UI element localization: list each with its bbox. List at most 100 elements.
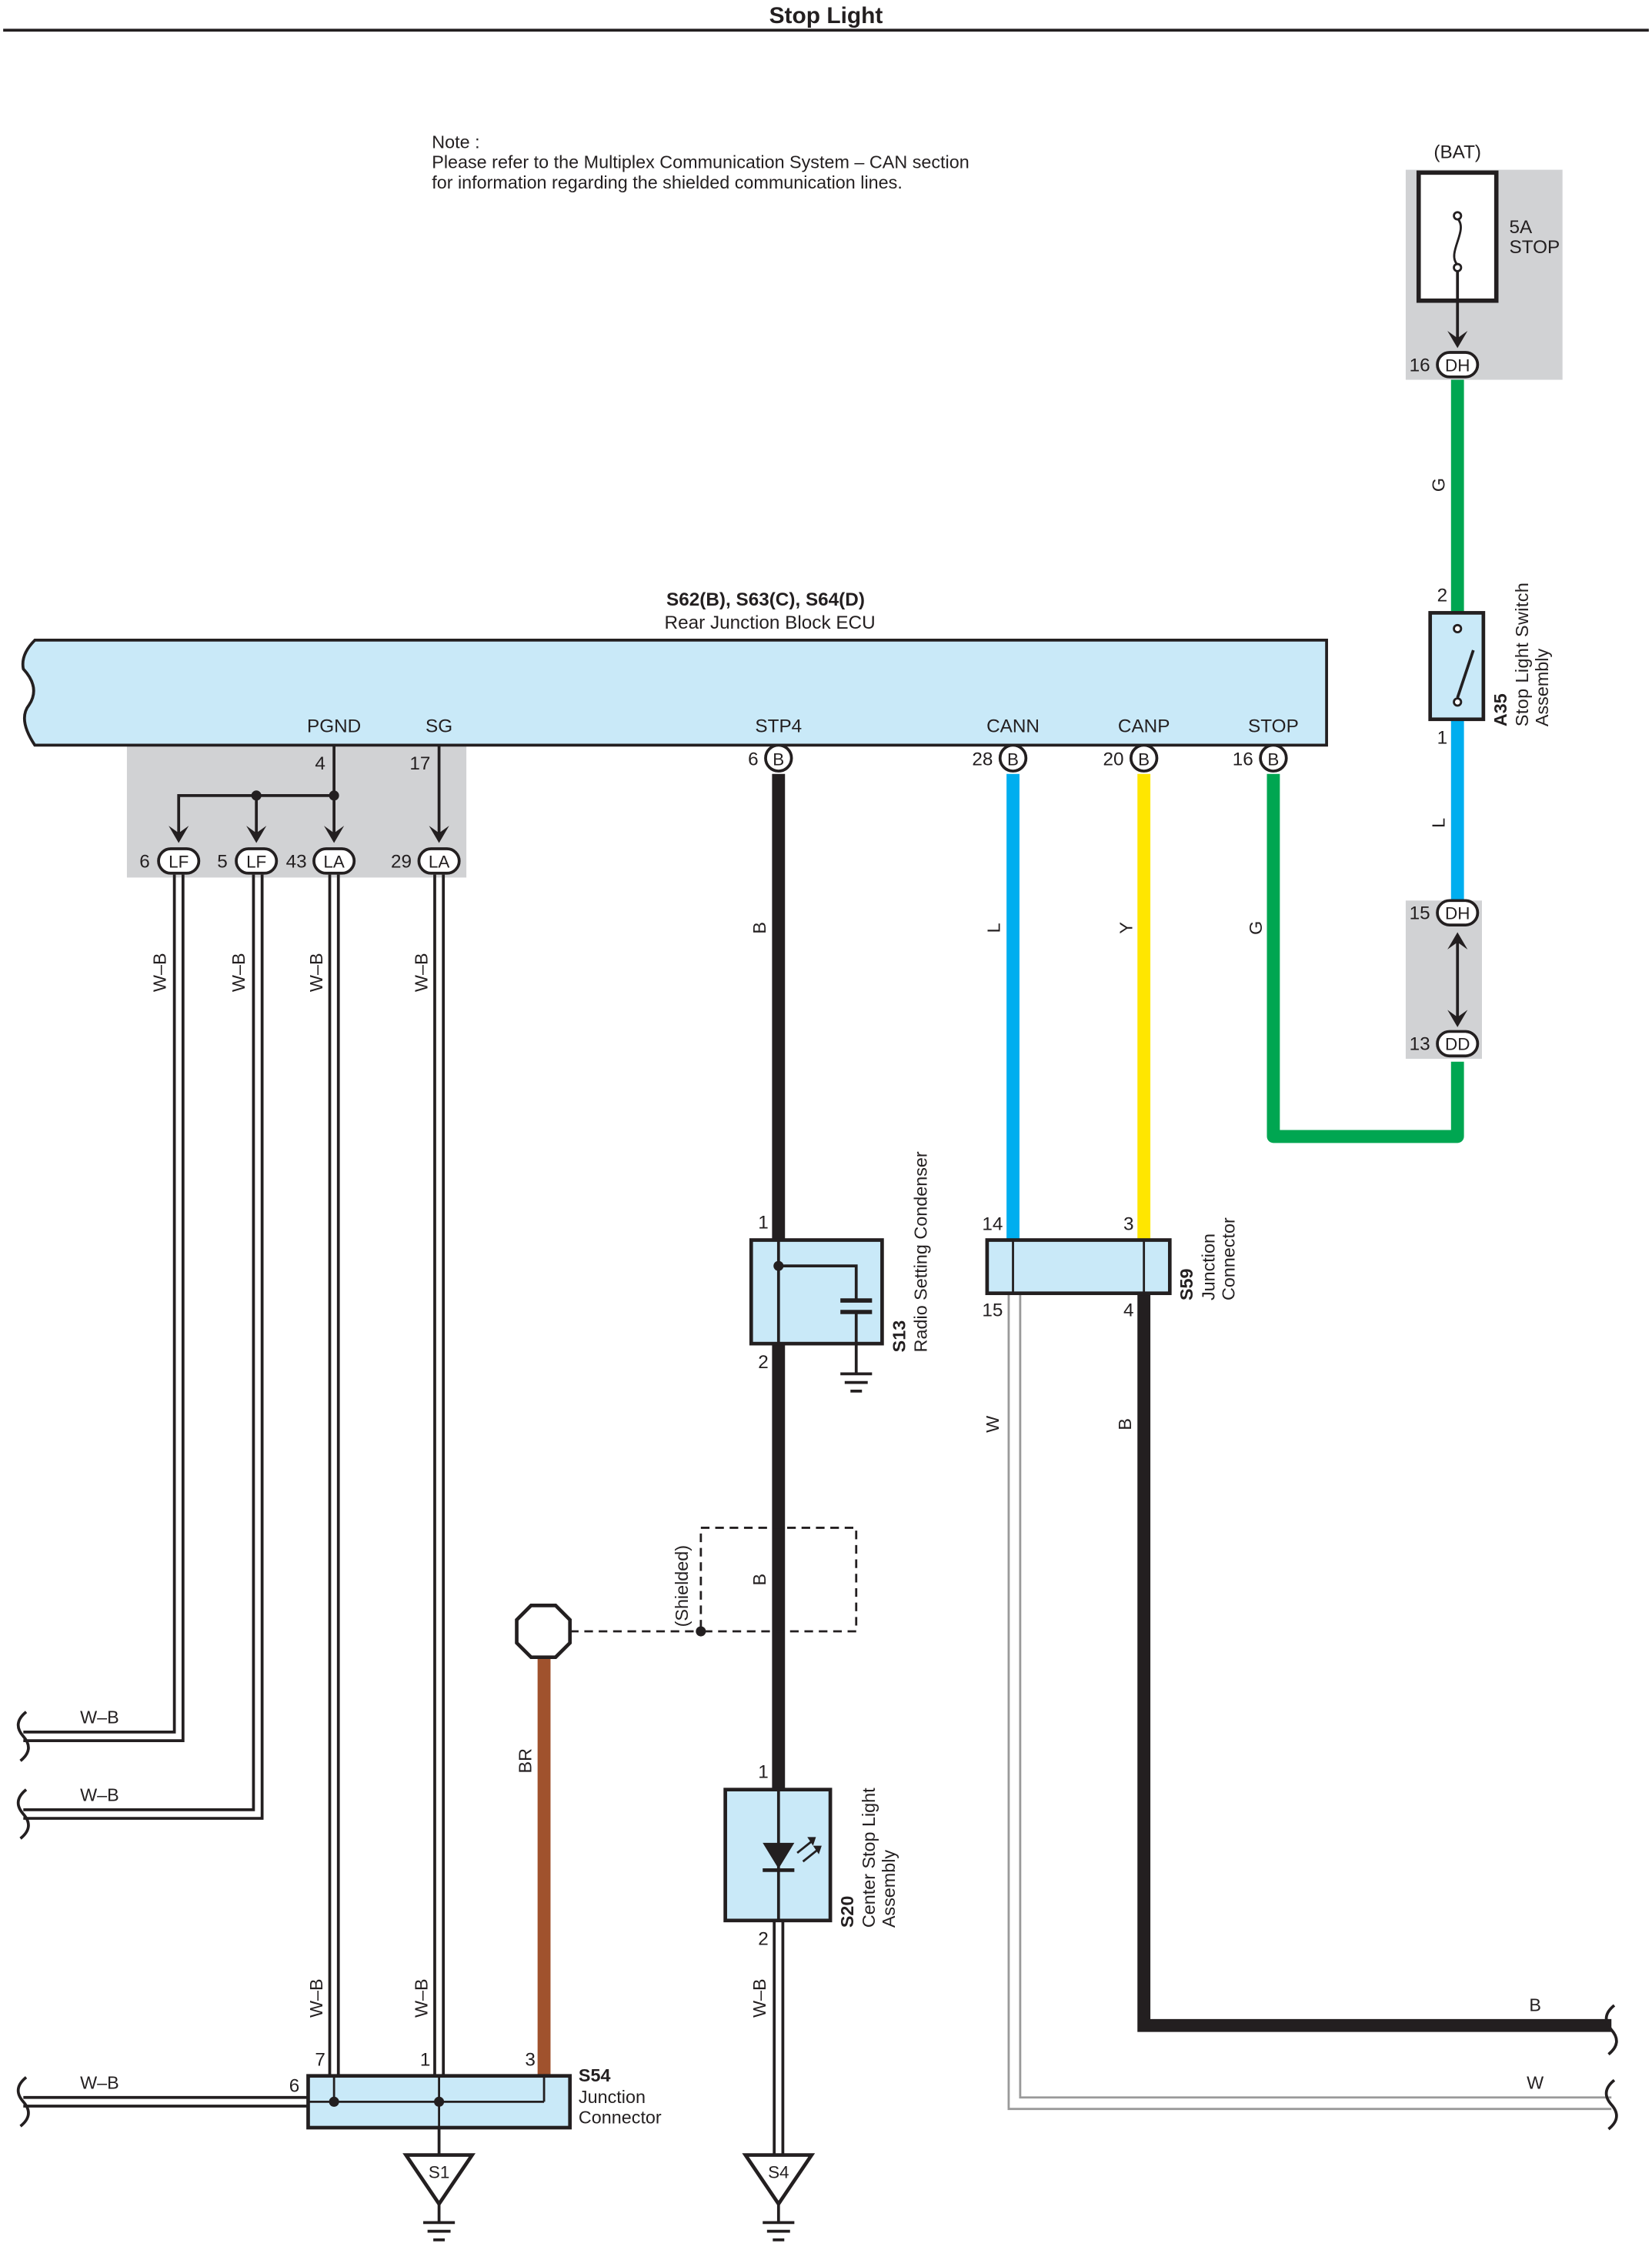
connector-code: LA	[429, 852, 449, 871]
connector-pin: 13	[1410, 1034, 1430, 1055]
wire-label: W	[983, 1416, 1003, 1433]
connector-pin: 43	[286, 851, 307, 872]
fuse-icon	[1453, 218, 1462, 265]
center-stop-light-s20: 1 2 S20 Center Stop Light Assembly	[723, 1762, 899, 1950]
shield: (Shielded)	[515, 1527, 858, 1660]
s59-code: S59	[1176, 1268, 1196, 1300]
connector-code: DH	[1445, 904, 1470, 923]
connector-pin: 28	[972, 749, 993, 770]
s59-pin-4: 4	[1123, 1300, 1134, 1321]
connector-code: B	[1267, 750, 1279, 769]
wire-label: B	[749, 1574, 769, 1586]
ground-triangle	[402, 2153, 476, 2208]
pin-sg: 17	[409, 753, 430, 774]
junction-connector-s54: 7 1 3 6 S54 Junction Connector	[289, 2050, 662, 2130]
a35-code: A35	[1490, 693, 1510, 726]
led-icon	[763, 1842, 795, 1869]
connector-b-stp4: B 6	[748, 743, 793, 773]
s54-pin-7: 7	[315, 2050, 325, 2071]
arrow-icon	[1447, 1010, 1468, 1027]
wire-label: W–B	[749, 1978, 769, 2018]
connector-code: LF	[169, 852, 189, 871]
s59-name-1: Junction	[1198, 1233, 1218, 1300]
connector-pin: 5	[217, 851, 228, 872]
connector-code: LF	[246, 852, 266, 871]
switch-terminal	[1453, 623, 1463, 634]
arrow-icon	[169, 826, 189, 843]
note-line-2: for information regarding the shielded c…	[432, 172, 903, 192]
connector-oval	[1436, 1030, 1480, 1058]
ground-s1: S1	[402, 2128, 476, 2242]
w-wire	[1007, 1293, 1612, 2111]
rear-junction-block-ecu	[21, 639, 1328, 747]
wire-label: W–B	[412, 953, 432, 992]
wire-label: G	[1246, 921, 1266, 935]
connector-code: DH	[1445, 356, 1470, 375]
splice-dot	[329, 790, 339, 801]
wb-wires	[23, 874, 785, 2155]
wire-label: W–B	[80, 1708, 119, 1728]
wire-label: G	[1428, 478, 1448, 492]
wire-label: W–B	[149, 953, 169, 992]
s54-pin-6: 6	[289, 2075, 300, 2096]
wire-label: W–B	[80, 2073, 119, 2093]
stop-g-wire	[1267, 773, 1464, 1143]
terminal-stop: STOP	[1248, 716, 1299, 737]
connector-b-stop: B 16	[1233, 743, 1288, 773]
pin-pgnd: 4	[315, 753, 325, 774]
connector-code: B	[773, 750, 784, 769]
note-line-1: Please refer to the Multiplex Communicat…	[432, 152, 969, 172]
connector-la-29: LA 29	[391, 847, 461, 875]
s54-name-1: Junction	[579, 2087, 646, 2107]
a35-pin-2: 2	[1437, 585, 1448, 606]
wire-label: W–B	[306, 1978, 326, 2018]
connector-code: B	[1007, 750, 1019, 769]
arrow-icon	[324, 826, 345, 843]
junction-box	[985, 1238, 1172, 1296]
s59-pin-14: 14	[982, 1213, 1003, 1234]
wire-label: L	[984, 923, 1004, 933]
connector-pin: 16	[1233, 749, 1253, 770]
wire-break-marks	[16, 1711, 1618, 2131]
shield-box	[699, 1527, 858, 1633]
s54-code: S54	[579, 2065, 611, 2085]
connector-dh-16: DH 16	[1410, 351, 1480, 379]
break-mark	[16, 1788, 30, 1840]
s20-code: S20	[837, 1896, 857, 1928]
connector-pin: 15	[1410, 903, 1430, 924]
wire-label: Y	[1116, 922, 1136, 934]
s13-pin-2: 2	[758, 1352, 769, 1373]
junction-connector-s59: 14 3 15 4 S59 Junction Connector	[982, 1213, 1238, 1320]
ground-label: S4	[768, 2162, 789, 2182]
s20-pin-1: 1	[758, 1762, 769, 1783]
light-ray-icon	[813, 1845, 822, 1854]
s13-code: S13	[889, 1320, 909, 1353]
ground-triangle	[742, 2153, 816, 2208]
connector-oval	[157, 847, 201, 875]
connector-pin: 16	[1410, 355, 1430, 376]
arrow-icon	[1447, 330, 1468, 349]
ground-icon	[763, 2204, 795, 2242]
connector-oval	[235, 847, 279, 875]
s20-pin-2: 2	[758, 1929, 769, 1950]
a35-name-1: Stop Light Switch	[1512, 583, 1532, 726]
light-ray-icon	[796, 1840, 813, 1854]
terminal-sg: SG	[426, 716, 452, 737]
splice-dot	[251, 790, 262, 801]
s20-name-2: Assembly	[879, 1850, 899, 1928]
break-mark	[1604, 2004, 1618, 2056]
connector-b-canp: B 20	[1103, 743, 1159, 773]
connector-oval	[1436, 351, 1480, 379]
s13-name: Radio Setting Condenser	[910, 1151, 930, 1352]
wire-label: W	[1527, 2073, 1544, 2093]
connector-pin: 6	[139, 851, 150, 872]
terminal-cann: CANN	[986, 716, 1040, 737]
ecu-name: Rear Junction Block ECU	[665, 613, 876, 633]
arrow-icon	[429, 826, 449, 843]
light-ray-icon	[807, 1837, 816, 1846]
wire-label: W–B	[229, 953, 249, 992]
s59-name-2: Connector	[1218, 1217, 1238, 1300]
splice-dot	[329, 2096, 339, 2107]
fuse-name: STOP	[1510, 237, 1560, 258]
connector-circle	[1259, 743, 1288, 773]
